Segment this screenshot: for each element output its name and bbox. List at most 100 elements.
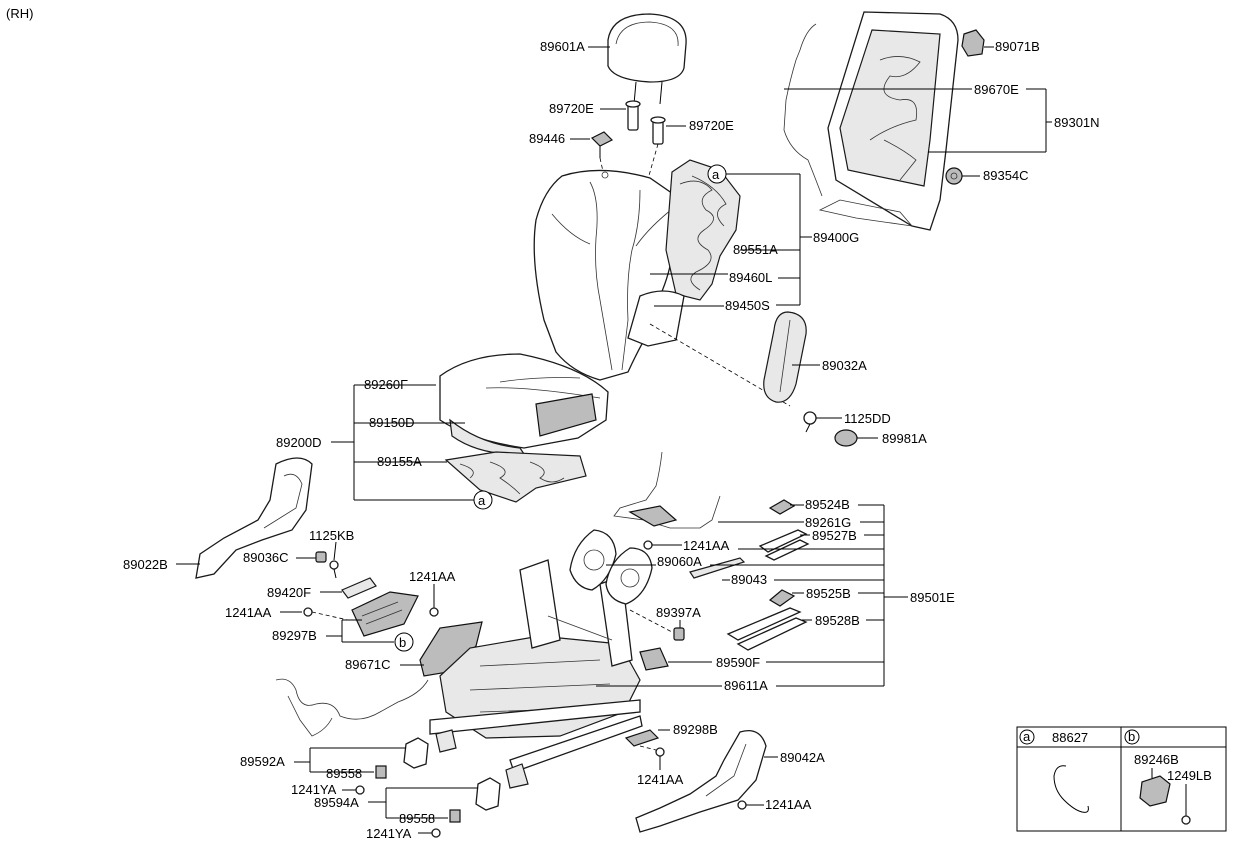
- label-89200D: 89200D: [276, 435, 322, 450]
- callout-a-cushion: [473, 490, 493, 510]
- label-1241YA-b: 1241YA: [366, 826, 412, 841]
- module-89590F[interactable]: [639, 647, 669, 671]
- clip-89036C[interactable]: [315, 551, 327, 563]
- cover-89525B[interactable]: [768, 589, 796, 607]
- label-1241AA-d: 1241AA: [637, 772, 684, 787]
- label-89036C: 89036C: [243, 550, 289, 565]
- screw-1241YA-b[interactable]: [431, 828, 441, 838]
- connector-89354C[interactable]: [945, 167, 963, 185]
- label-1241AA-a: 1241AA: [225, 605, 272, 620]
- cable-89043[interactable]: [689, 557, 746, 579]
- label-89558-a: 89558: [326, 766, 362, 781]
- legend-callout-a: [1019, 729, 1035, 745]
- label-89611A: 89611A: [724, 678, 768, 693]
- label-89150D: 89150D: [369, 415, 415, 430]
- cover-89528B[interactable]: [726, 607, 808, 651]
- screw-1241AA-d[interactable]: [655, 747, 665, 757]
- label-89397A: 89397A: [656, 605, 701, 620]
- label-89551A: 89551A: [733, 242, 778, 257]
- label-89260F: 89260F: [364, 377, 408, 392]
- label-89043: 89043: [731, 572, 767, 587]
- label-1125KB: 1125KB: [309, 528, 354, 543]
- seat-wiring-harness: [275, 678, 429, 720]
- cover-89527B[interactable]: [758, 529, 810, 561]
- legend-b-letter: b: [1128, 729, 1135, 744]
- legend-b-part1: 89246B: [1134, 752, 1179, 767]
- label-89155A: 89155A: [377, 454, 422, 469]
- pad-89558-b[interactable]: [449, 809, 461, 823]
- legend-b-part2: 1249LB: [1167, 768, 1212, 783]
- bracket-89298B[interactable]: [624, 729, 660, 747]
- label-89590F: 89590F: [716, 655, 760, 670]
- legend-a-part: 88627: [1052, 730, 1088, 745]
- legend-a-letter: a: [1023, 729, 1031, 744]
- side-cover-89042A[interactable]: [635, 729, 767, 833]
- side-shield-89022B[interactable]: [195, 457, 313, 579]
- label-89501E: 89501E: [910, 590, 955, 605]
- cushion-cover-89260F[interactable]: [439, 353, 609, 449]
- callout-b-letter: b: [399, 635, 406, 650]
- connector-89071B[interactable]: [961, 29, 985, 57]
- screw-1241AA-b[interactable]: [429, 607, 439, 617]
- cushion-heater-89155A[interactable]: [444, 451, 587, 503]
- switch-89297B[interactable]: [351, 591, 419, 637]
- connector-89246B[interactable]: [1139, 768, 1171, 807]
- cover-89524B[interactable]: [768, 499, 796, 515]
- label-89528B: 89528B: [815, 613, 860, 628]
- clip-89446[interactable]: [590, 131, 614, 158]
- label-89558-b: 89558: [399, 811, 435, 826]
- headrest-89601A[interactable]: [607, 13, 687, 105]
- label-89720E-b: 89720E: [689, 118, 734, 133]
- label-89525B: 89525B: [806, 586, 851, 601]
- label-89032A: 89032A: [822, 358, 867, 373]
- bolt-89397A[interactable]: [673, 627, 685, 641]
- label-89601A: 89601A: [540, 39, 585, 54]
- label-89460L: 89460L: [729, 270, 772, 285]
- seat-rail[interactable]: [429, 699, 643, 789]
- label-89720E-a: 89720E: [549, 101, 594, 116]
- label-89420F: 89420F: [267, 585, 311, 600]
- switch-89592A[interactable]: [403, 737, 429, 769]
- label-89981A: 89981A: [882, 431, 927, 446]
- recliner-89060A[interactable]: [569, 529, 653, 605]
- pad-89558-a[interactable]: [375, 765, 387, 779]
- label-89261G: 89261G: [805, 515, 851, 530]
- bolt-1241AA-c[interactable]: [643, 540, 662, 550]
- screw-1249LB[interactable]: [1181, 815, 1191, 825]
- screw-1125KB[interactable]: [329, 560, 339, 579]
- cap-89981A[interactable]: [834, 429, 858, 447]
- screw-1241AA-a[interactable]: [303, 607, 313, 617]
- screw-1241AA-e[interactable]: [737, 800, 747, 810]
- headrest-guide-right[interactable]: [650, 116, 666, 145]
- back-pad-89450S[interactable]: [627, 290, 685, 347]
- label-89071B: 89071B: [995, 39, 1040, 54]
- label-89400G: 89400G: [813, 230, 859, 245]
- legend-callout-b: [1124, 729, 1140, 745]
- headrest-guide-left[interactable]: [625, 100, 641, 131]
- label-89446: 89446: [529, 131, 565, 146]
- frame-wire: [783, 23, 823, 197]
- screw-1241YA-a[interactable]: [355, 785, 365, 795]
- label-89297B: 89297B: [272, 628, 317, 643]
- side-indicator: (RH): [6, 6, 33, 21]
- cover-89671C[interactable]: [419, 621, 483, 677]
- switch-89594A[interactable]: [475, 777, 501, 811]
- label-89524B: 89524B: [805, 497, 850, 512]
- label-89671C: 89671C: [345, 657, 391, 672]
- label-89042A: 89042A: [780, 750, 825, 765]
- seat-back-frame-89301N[interactable]: [818, 11, 959, 231]
- label-1241AA-c: 1241AA: [683, 538, 730, 553]
- handle-89420F[interactable]: [341, 577, 377, 599]
- legend-table: a 88627 b 89246B 1249LB: [1016, 726, 1227, 832]
- wire-clip-88627[interactable]: [1053, 765, 1089, 813]
- side-trim-89032A[interactable]: [763, 311, 807, 403]
- seat-back-cover-89460L[interactable]: [533, 169, 677, 381]
- back-heater-89551A[interactable]: [665, 159, 741, 301]
- callout-b: [394, 632, 414, 652]
- screw-1125DD[interactable]: [803, 411, 817, 433]
- track-wiring: [613, 451, 721, 529]
- label-89354C: 89354C: [983, 168, 1029, 183]
- label-1241AA-b: 1241AA: [409, 569, 456, 584]
- label-1241YA-a: 1241YA: [291, 782, 337, 797]
